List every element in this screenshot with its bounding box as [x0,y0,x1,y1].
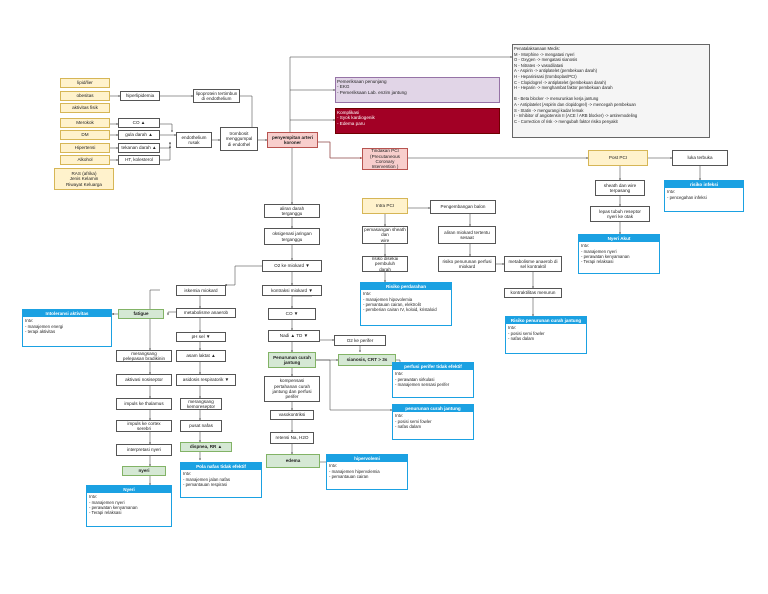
panel-penatalaksanaan: Penatalaksanaan Medis: M - Morphine -> m… [512,44,710,138]
node-bradikinin: merangsang pelepasan bradikinin [116,350,172,362]
dx-nyeriakut: Nyeri Akut Intv: - manajemen nyeri - per… [578,234,660,274]
node-asam-laktat: asam laktat ▲ [176,350,226,362]
dx-risikopcj: Risiko penurunan curah jantung Intv: - p… [505,316,587,354]
dx-perdarahan-title: Risiko perdarahan [361,283,451,291]
node-nosiseptor: aktivasi nosiseptor [116,374,172,386]
node-pusat-nafas: pusat nafas [180,420,222,432]
dx-perfusi-title: perfusi perifer tidak efektif [393,363,473,371]
panel-komplikasi: Komplikasi - Syok kardiogenik - Edema pa… [335,108,500,134]
node-co: CO ▲ [118,118,160,128]
node-kemoreseptor: merangsang kemoreseptor [180,398,222,410]
node-aliran-darah: aliran darah terganggu [264,204,320,218]
node-lipoprotein: lipoprotein tertimbun di endothelium [193,89,240,103]
node-asidosis: asidosis respiratorik ▼ [176,374,236,386]
node-penurunan-cj: Penurunan curah jantung [268,352,316,368]
risk-lipid: lipid/lier [60,78,110,88]
risk-obesitas: obesitas [60,91,110,101]
node-ph-sel: pH sel ▼ [176,332,226,342]
node-tindakan-pci: Tindakan PCI (Precutaneous Coronary Inte… [362,148,408,170]
dx-risikopcj-title: Risiko penurunan curah jantung [506,317,586,325]
node-ht: HT, kolesterol [118,155,160,165]
dx-hipervolemia-body: Intv: - manajemen hipervolemia - pemanta… [329,463,380,479]
dx-intoleransi-title: Intoleransi aktivitas [23,310,111,318]
dx-penurunancj: penurunan curah jantung Intv: - posisi s… [392,404,474,440]
node-post-pci: Post PCI [588,150,648,166]
node-nadi-td: Nadi ▲ TD ▼ [268,330,320,342]
node-tekanan: tekanan darah ▲ [118,143,160,153]
panel-pemeriksaan: Pemeriksaan penunjang - EKG - Pemeriksaa… [335,77,500,103]
dx-nyeriakut-title: Nyeri Akut [579,235,659,243]
node-o2-miokard: O2 ke miokard ▼ [262,260,322,272]
node-edema: edema [266,454,320,468]
dx-intoleransi-body: Intv: - manajemen energi - terapi aktivi… [25,318,64,334]
node-endothelium: endothelium rusak [176,132,212,148]
node-intra-pci: Intra PCI [362,198,408,214]
dx-hipervolemia: hipervolemi Intv: - manajemen hipervolem… [326,454,408,490]
dx-perfusi: perfusi perifer tidak efektif Intv: - pe… [392,362,474,398]
dx-nyeri-title: Nyeri [87,486,171,494]
dx-nyeri-body: Intv: - manajemen nyeri - perawatan keny… [89,494,138,516]
node-luka: luka terbuka [672,150,728,166]
risk-hipertensi: Hipertensi [60,143,110,153]
dx-risikopcj-body: Intv: - posisi semi fowler - nafas dalam [508,325,545,341]
node-trombosit: trombosit menggumpal di endothel [220,127,258,151]
dx-intoleransi: Intoleransi aktivitas Intv: - manajemen … [22,309,112,347]
dx-penurunancj-body: Intv: - posisi semi fowler - nafas dalam [395,413,432,429]
risk-ras: RAS (afrika) Jenis Kelamin Riwayat Kelua… [54,168,114,190]
node-metabolisme-sel: metabolisme anaerob di sel kontraktil [504,256,562,272]
node-korteks: impuls ke cortex serebri [116,420,172,432]
dx-nyeri: Nyeri Intv: - manajemen nyeri - perawata… [86,485,172,527]
node-dispnea: dispnea, RR ▲ [180,442,232,452]
node-o2-perifer: O2 ke perifer [334,335,386,346]
node-thalamus: impuls ke thalamus [116,398,172,410]
node-penyempitan: penyempitan arteri koroner [267,132,318,148]
node-kompensasi: kompensasi pertahanan curah jantung dan … [264,376,320,402]
dx-perdarahan: Risiko perdarahan Intv: - manajemen hipo… [360,282,452,326]
dx-perfusi-body: Intv: - perawatan sirkulasi - manajemen … [395,371,450,387]
dx-infeksi: risiko infeksi Intv: - pencegahan infeks… [664,180,744,212]
risk-alkohol: Alkohol [60,155,110,165]
dx-hipervolemia-title: hipervolemi [327,455,407,463]
node-interpretasi: interpretasi nyeri [116,444,172,456]
node-pemasangan: pemasangan sheath dan wire [362,226,408,244]
dx-polanafas: Pola nafas tidak efektif Intv: - manajem… [180,462,262,498]
dx-perdarahan-body: Intv: - manajemen hipovolemia - pemantau… [363,291,437,313]
node-kontraksi: kontraksi miokard ▼ [262,285,322,296]
node-nyeri: nyeri [122,466,166,476]
node-sheath: sheath dan wire terpasang [595,180,645,196]
node-aliran-miokard: aliran miokard tertentu sesaat [438,226,496,244]
node-pengembangan: Pengembangan balon [430,200,496,214]
node-lepas: lepas tubuh reseptor nyeri ke otak [590,206,650,222]
dx-infeksi-title: risiko infeksi [665,181,743,189]
node-co-turun: CO ▼ [268,308,316,320]
node-hiperlipidemia: hiperlipidemia [120,91,160,101]
risk-merokok: Merokok [60,118,110,128]
dx-penurunancj-title: penurunan curah jantung [393,405,473,413]
node-retensi: retensi Na, H2O [270,432,314,444]
risk-aktivitas: aktivitas fisik [60,103,110,113]
node-fatigue: fatigue [118,309,164,319]
node-sianosis: sianosis, CRT > 3s [338,354,396,366]
dx-polanafas-body: Intv: - manajemen jalan nafas - pemantau… [183,471,231,487]
dx-polanafas-title: Pola nafas tidak efektif [181,463,261,471]
node-robek: risiko disekai pembuluh darah [362,256,408,272]
node-gula: gula darah ▲ [118,130,160,140]
risk-dm: DM [60,130,110,140]
node-iskemia: iskemia miokard [176,285,226,296]
node-metabolisme-anaerob: metabolisme anaerob [176,308,236,318]
node-risiko-perfusi: risiko penurunan perfusi miokard [438,256,496,272]
dx-nyeriakut-body: Intv: - manajemen nyeri - perawatan keny… [581,243,630,265]
node-oksigenasi: oksigenasi jaringan terganggu [264,228,320,245]
dx-infeksi-body: Intv: - pencegahan infeksi [667,189,707,200]
node-kontraktilitas: kontraktilitas menurun [504,288,562,298]
node-vasokontriksi: vasokontriksi [270,410,314,420]
